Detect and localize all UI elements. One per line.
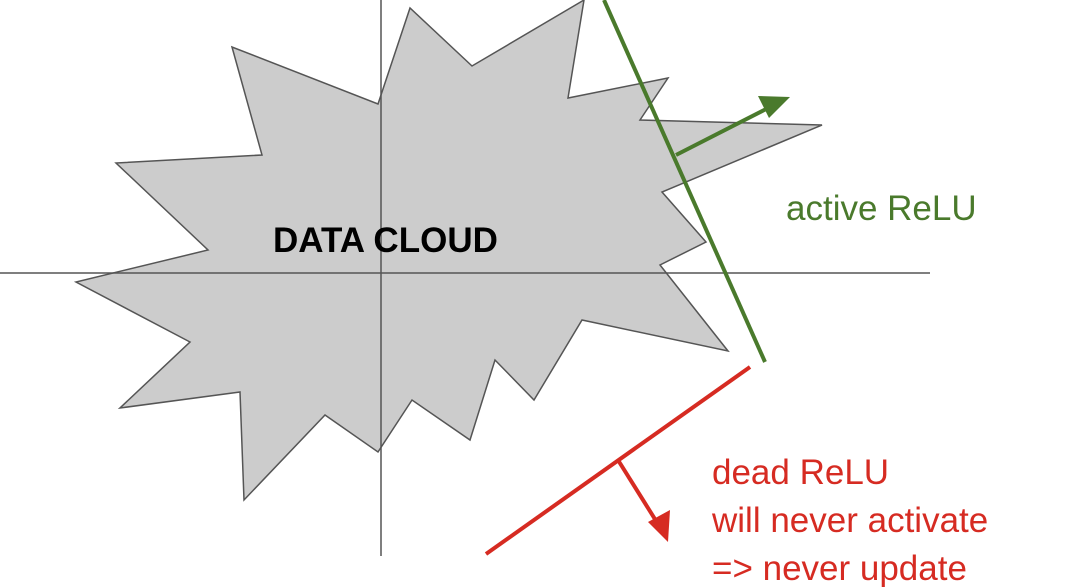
active-relu-line: [602, 0, 767, 363]
data-cloud-shape: [73, 0, 823, 502]
dead-relu-label-line1: dead ReLU: [712, 453, 889, 492]
dead-relu-arrowhead: [648, 510, 670, 542]
active-relu-arrowhead: [758, 96, 790, 118]
data-cloud-label: DATA CLOUD: [273, 221, 498, 260]
active-relu-label: active ReLU: [786, 189, 977, 228]
dead-relu-label-line2: will never activate: [711, 501, 988, 540]
active-relu-arrow: [675, 104, 773, 157]
dead-relu-label-line3: => never update: [712, 549, 967, 587]
dead-relu-arrow: [616, 458, 660, 526]
